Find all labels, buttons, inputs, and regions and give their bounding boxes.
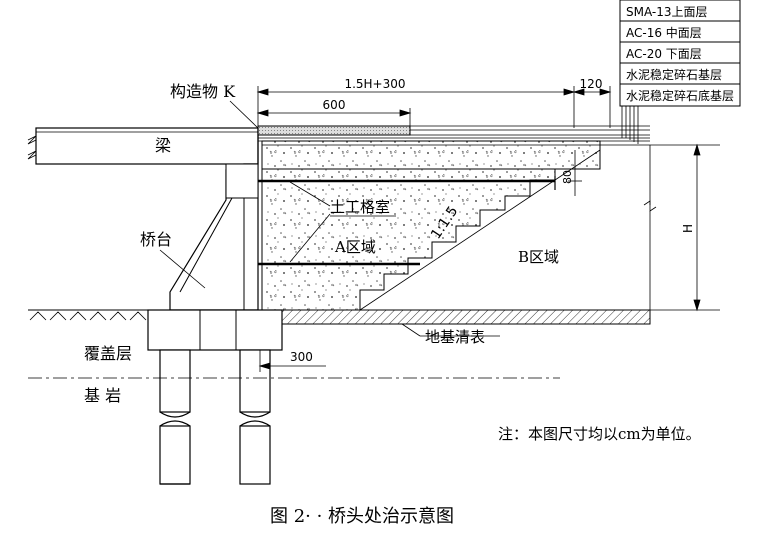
geocell-layers — [258, 179, 555, 266]
structure-k-leader — [229, 100, 259, 129]
abutment-label: 桥台 — [140, 230, 172, 249]
layer-label: 水泥稳定碎石底基层 — [626, 88, 734, 103]
layer-label: 水泥稳定碎石基层 — [626, 67, 722, 82]
dim-80-label: 80 — [561, 170, 574, 184]
slope-line — [359, 149, 601, 311]
dim-h-label: H — [681, 224, 695, 233]
dim-80 — [568, 150, 582, 196]
overburden-label: 覆盖层 — [84, 344, 132, 363]
geocell-label: 土工格室 — [330, 198, 390, 216]
note: 注：本图尺寸均以cm为单位。 — [498, 425, 701, 443]
abutment-leader — [159, 249, 206, 289]
dim-h — [643, 143, 720, 320]
layer-legend: SMA-13上面层 AC-16 中面层 AC-20 下面层 水泥稳定碎石基层 水… — [619, 0, 741, 107]
zone-a — [261, 168, 556, 311]
figure-caption: 图 2· · 桥头处治示意图 — [270, 506, 454, 527]
beam — [27, 127, 259, 165]
zone-b-label: B区域 — [518, 248, 559, 266]
dim-300-label: 300 — [290, 350, 313, 364]
layer-label: AC-20 下面层 — [626, 47, 702, 61]
dimension-lines — [256, 86, 612, 128]
beam-label: 梁 — [155, 136, 171, 155]
zone-a-label: A区域 — [334, 238, 376, 256]
foundation-clearing-label: 地基清表 — [425, 328, 485, 346]
pavement-layers — [257, 125, 650, 170]
bedrock-label: 基 岩 — [84, 386, 121, 405]
ground — [28, 309, 651, 325]
structure-k-label: 构造物 K — [170, 82, 236, 101]
layer-label: AC-16 中面层 — [626, 25, 702, 40]
dim-left: 600 — [323, 98, 346, 112]
dim-overall: 1.5H+300 — [344, 77, 405, 91]
dim-300 — [258, 350, 326, 372]
dim-right: 120 — [580, 77, 603, 91]
pile-cap — [147, 309, 283, 351]
piles — [159, 349, 271, 485]
layer-label: SMA-13上面层 — [626, 5, 708, 19]
